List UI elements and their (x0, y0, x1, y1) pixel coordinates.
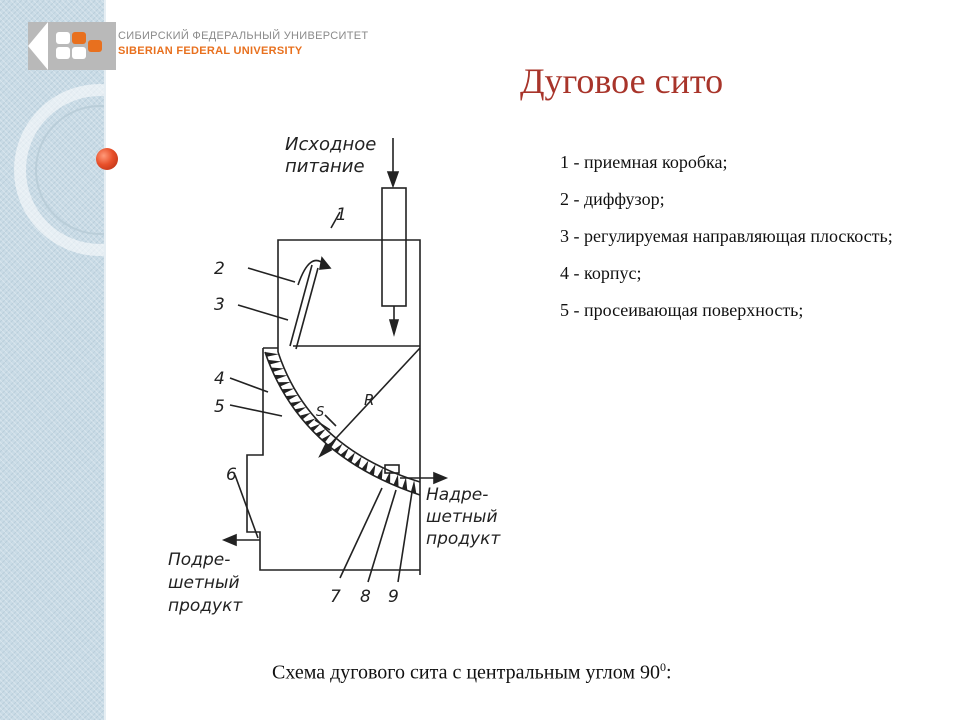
number-label-2: 2 (214, 259, 225, 279)
legend-item: 1 - приемная коробка; (560, 152, 728, 172)
feed-label-line2: питание (285, 156, 365, 177)
screen-tooth (299, 412, 311, 420)
screen-tooth (327, 438, 337, 448)
screen-tooth (285, 394, 299, 401)
radius-line (324, 347, 421, 451)
leader-7 (339, 487, 383, 579)
legend-item: 2 - диффузор; (560, 189, 665, 209)
screen-tooth (410, 480, 417, 494)
leader-1 (330, 211, 341, 229)
guide-plate (289, 264, 313, 347)
body-outline (277, 239, 421, 575)
decorative-ball-icon (96, 148, 118, 170)
screen-teeth (265, 352, 417, 494)
number-label-4: 4 (214, 369, 225, 389)
number-label-7: 7 (330, 587, 341, 607)
oversize-label-3: продукт (426, 529, 501, 549)
university-logo: СИБИРСКИЙ ФЕДЕРАЛЬНЫЙ УНИВЕРСИТЕТ SIBERI… (28, 20, 368, 80)
screen-tooth (315, 428, 326, 438)
number-label-3: 3 (214, 295, 225, 315)
leader-9 (397, 491, 413, 583)
number-label-8: 8 (360, 587, 371, 607)
screen-tooth (369, 464, 376, 476)
screen-tooth (309, 423, 321, 432)
oversize-label-1: Надре- (426, 485, 488, 505)
number-label-5: 5 (214, 397, 225, 417)
undersize-label-3: продукт (168, 596, 243, 616)
leader-5 (229, 404, 283, 417)
screen-tooth (361, 460, 369, 472)
leader-2 (247, 267, 296, 283)
feed-arrow-head (386, 171, 400, 189)
screen-tooth (304, 418, 316, 426)
screen-tooth (340, 448, 349, 458)
screen-tooth (277, 382, 291, 387)
housing-outline (246, 347, 420, 571)
caption-suffix: : (666, 661, 672, 684)
adjuster-block (384, 464, 400, 474)
screen-tooth (274, 374, 288, 380)
screen-tooth (290, 401, 303, 407)
side-decoration-strip (0, 0, 106, 720)
gap-label: S (316, 405, 324, 420)
logo-emblem-icon (28, 22, 116, 70)
leader-6 (234, 474, 259, 539)
caption-text: Схема дугового сита с центральным углом … (272, 661, 660, 684)
radius-label: R (364, 391, 374, 409)
decorative-arc (14, 84, 106, 256)
screen-tooth (376, 467, 383, 480)
slide-title: Дуговое сито (520, 61, 724, 101)
university-name-ru: СИБИРСКИЙ ФЕДЕРАЛЬНЫЙ УНИВЕРСИТЕТ (118, 30, 369, 42)
legend-list: 1 - приемная коробка; 2 - диффузор; 3 - … (560, 150, 960, 335)
screen-tooth (333, 443, 343, 453)
number-label-9: 9 (388, 587, 399, 607)
number-label-6: 6 (226, 465, 237, 485)
figure-caption: Схема дугового сита с центральным углом … (272, 660, 672, 685)
screen-tooth (265, 352, 279, 357)
screen-tooth (270, 367, 285, 372)
screen-tooth (393, 474, 399, 488)
legend-item: 4 - корпус; (560, 263, 642, 283)
leader-4 (229, 377, 269, 393)
feed-label-line1: Исходное (285, 134, 376, 155)
screen-tooth (294, 406, 307, 414)
undersize-label-1: Подре- (168, 550, 230, 570)
screen-tooth (354, 456, 362, 468)
number-label-1: 1 (336, 205, 347, 225)
leader-3 (237, 304, 289, 321)
caption-superscript: 0 (660, 660, 666, 674)
undersize-label-2: шетный (168, 573, 240, 593)
screen-tooth (321, 433, 332, 443)
screen-tooth (281, 388, 295, 394)
screen-tooth (402, 477, 408, 491)
screen-tooth (347, 452, 356, 463)
oversize-label-2: шетный (426, 507, 498, 527)
legend-item: 5 - просеивающая поверхность; (560, 300, 804, 320)
diffuser-tube (381, 187, 407, 307)
screen-tooth (385, 471, 391, 484)
screen-tooth (267, 359, 282, 365)
legend-item: 3 - регулируемая направляющая плоскость; (560, 226, 893, 246)
university-name-en: SIBERIAN FEDERAL UNIVERSITY (118, 45, 303, 57)
arc-screen-diagram: Исходное питание R S 1 2 3 4 5 6 7 8 9 Н… (168, 134, 501, 616)
leader-8 (367, 489, 397, 583)
